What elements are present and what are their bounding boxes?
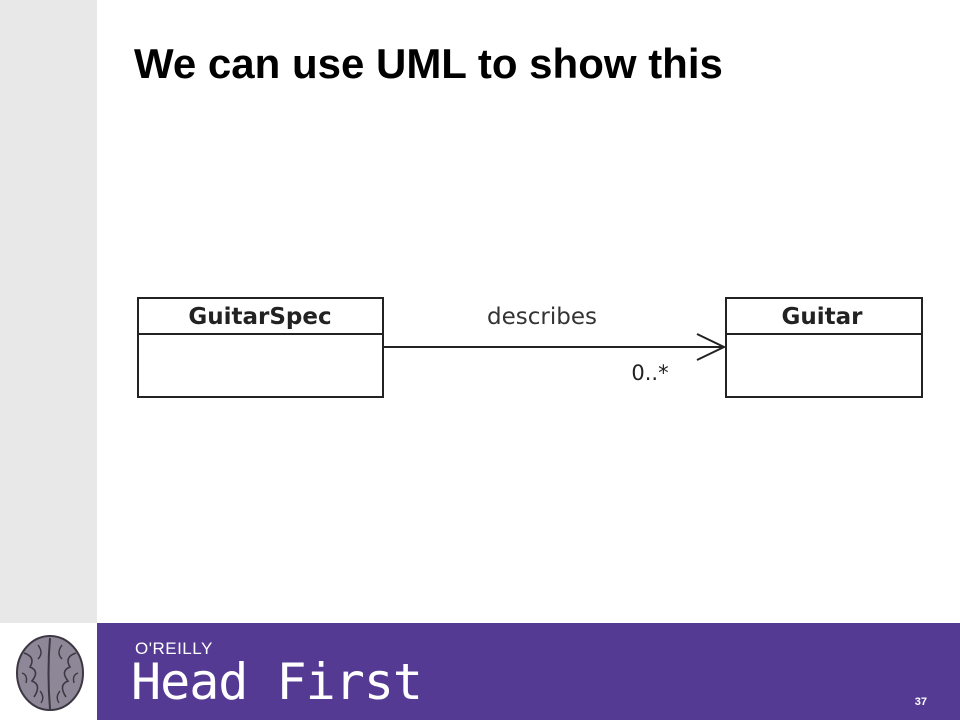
left-strip (0, 0, 97, 623)
class-box-outline (137, 297, 384, 398)
class-name-guitar: Guitar (782, 304, 864, 330)
arrowhead-icon (696, 333, 727, 361)
class-box-guitarspec: GuitarSpec (137, 297, 384, 398)
brain-icon (16, 635, 84, 711)
class-box-outline (725, 297, 923, 398)
footer-bar: O'REILLY Head First 37 (97, 623, 960, 720)
multiplicity-label: 0..* (631, 361, 668, 385)
page-number: 37 (914, 696, 927, 708)
slide-title: We can use UML to show this (134, 40, 723, 87)
association-label: describes (487, 304, 597, 330)
class-name-guitarspec: GuitarSpec (188, 304, 331, 330)
uml-diagram: GuitarSpec Guitar describes 0..* (137, 297, 923, 398)
class-box-guitar: Guitar (725, 297, 923, 398)
series-logo: Head First (131, 653, 423, 711)
publisher-logo: O'REILLY (135, 639, 213, 658)
footer-logo-area (0, 623, 97, 720)
